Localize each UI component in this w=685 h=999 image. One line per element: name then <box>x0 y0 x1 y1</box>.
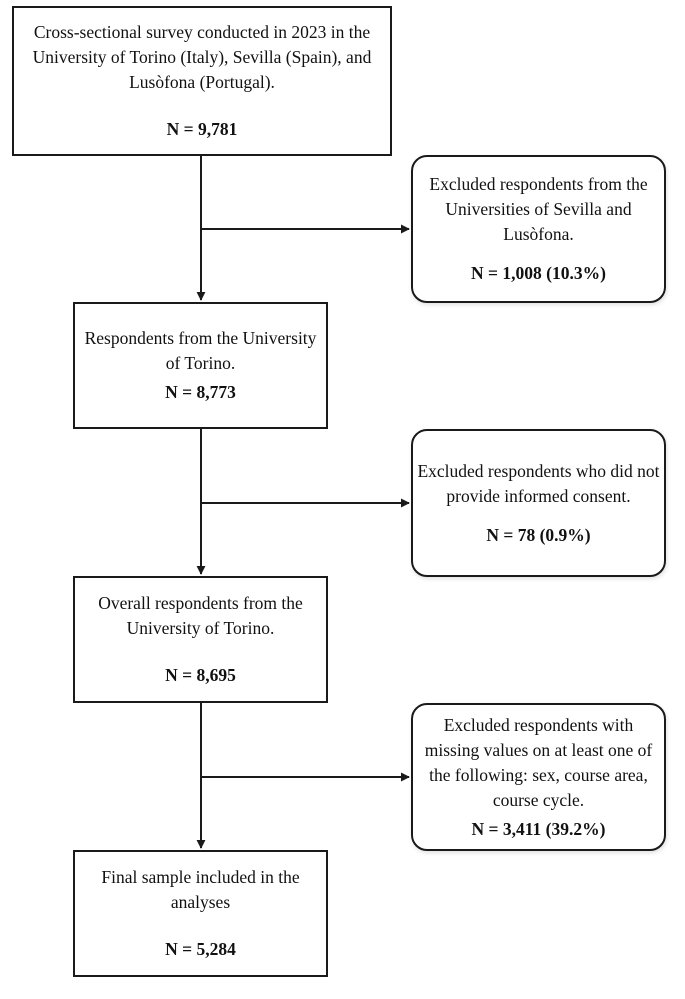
exclusion-3-description: Excluded respondents with missing values… <box>424 714 653 810</box>
exclusion-3-count: N = 3,411 (39.2%) <box>471 818 606 839</box>
overall-count: N = 8,695 <box>165 665 236 685</box>
torino-respondents-box: Respondents from the University of Torin… <box>73 302 328 429</box>
exclusion-box-missing-values: Excluded respondents with missing values… <box>411 703 666 851</box>
final-sample-box: Final sample included in the analyses N … <box>73 850 328 977</box>
survey-count: N = 9,781 <box>166 119 238 139</box>
final-count: N = 5,284 <box>165 939 236 959</box>
survey-description: Cross-sectional survey conducted in 2023… <box>32 22 372 92</box>
exclusion-box-consent: Excluded respondents who did not provide… <box>411 429 666 577</box>
overall-respondents-box: Overall respondents from the University … <box>73 576 328 703</box>
final-description: Final sample included in the analyses <box>101 867 300 912</box>
exclusion-1-count: N = 1,008 (10.3%) <box>471 263 606 283</box>
exclusion-2-description: Excluded respondents who did not provide… <box>417 460 660 506</box>
survey-box: Cross-sectional survey conducted in 2023… <box>12 6 392 156</box>
exclusion-box-universities: Excluded respondents from the Universiti… <box>411 155 666 303</box>
exclusion-2-count: N = 78 (0.9%) <box>486 524 591 545</box>
exclusion-1-description: Excluded respondents from the Universiti… <box>429 174 648 244</box>
torino-description: Respondents from the University of Torin… <box>84 328 317 373</box>
torino-count: N = 8,773 <box>165 382 236 402</box>
overall-description: Overall respondents from the University … <box>98 593 303 638</box>
